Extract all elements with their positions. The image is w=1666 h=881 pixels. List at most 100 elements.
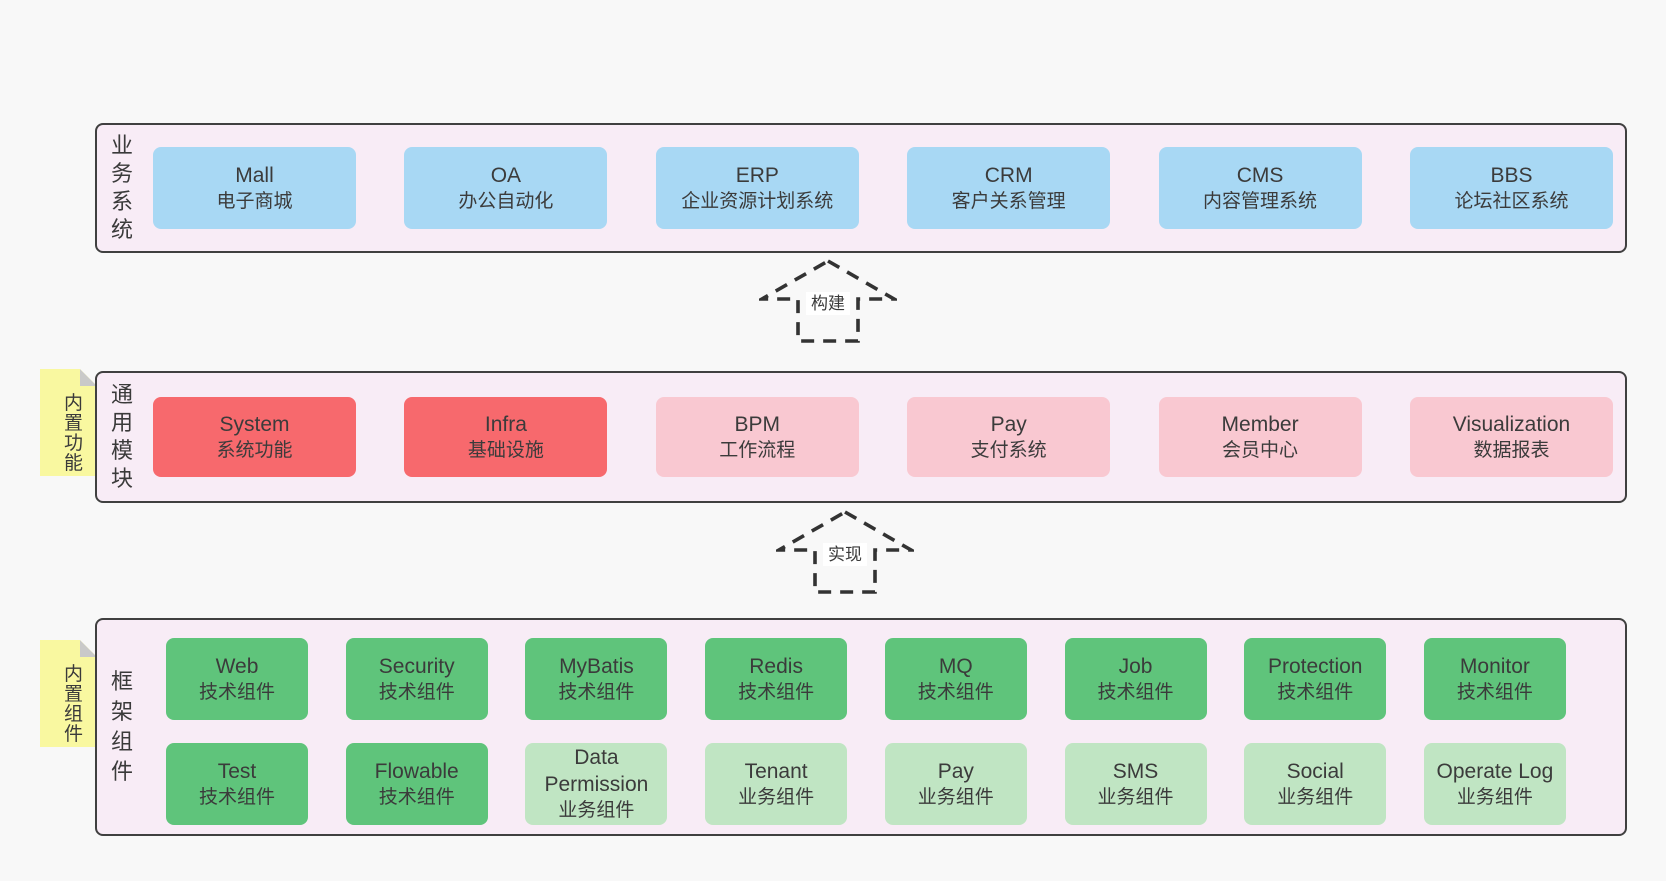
box-oa: OA 办公自动化 — [404, 147, 608, 229]
box-subtitle: 企业资源计划系统 — [681, 190, 834, 212]
box-bpm: BPM 工作流程 — [655, 397, 859, 477]
box-visualization: Visualization 数据报表 — [1409, 397, 1613, 477]
note-built-in-components: 内置组件 — [40, 640, 97, 747]
box-bbs: BBS 论坛社区系统 — [1409, 147, 1613, 229]
box-title: BBS — [1490, 163, 1533, 187]
box-subtitle: 技术组件 — [378, 681, 455, 703]
box-title: Test — [217, 759, 257, 783]
box-subtitle: 基础设施 — [467, 439, 544, 461]
box-subtitle: 技术组件 — [1456, 681, 1533, 703]
box-subtitle: 业务组件 — [1277, 786, 1354, 808]
box-title: MyBatis — [559, 654, 634, 678]
box-subtitle: 数据报表 — [1473, 439, 1550, 461]
box-subtitle: 技术组件 — [198, 786, 275, 808]
box-title: Protection — [1267, 654, 1363, 678]
box-subtitle: 支付系统 — [970, 439, 1047, 461]
box-operate-log: Operate Log 业务组件 — [1423, 743, 1566, 825]
box-title: Data Permission — [544, 746, 649, 796]
box-subtitle: 办公自动化 — [458, 190, 554, 212]
box-data-permission: Data Permission 业务组件 — [525, 743, 668, 825]
box-infra: Infra 基础设施 — [404, 397, 608, 477]
box-tenant: Tenant 业务组件 — [705, 743, 848, 825]
business-box-row: Mall 电子商城 OA 办公自动化 ERP 企业资源计划系统 CRM 客户关系… — [153, 125, 1613, 251]
arrow-build: 构建 — [759, 258, 897, 344]
box-subtitle: 技术组件 — [1277, 681, 1354, 703]
box-pay-business: Pay 业务组件 — [884, 743, 1027, 825]
note-text: 内置功能 — [63, 393, 83, 474]
box-web: Web 技术组件 — [166, 638, 308, 720]
box-erp: ERP 企业资源计划系统 — [655, 147, 859, 229]
box-job: Job 技术组件 — [1064, 638, 1207, 720]
box-security: Security 技术组件 — [345, 638, 488, 720]
box-monitor: Monitor 技术组件 — [1423, 638, 1566, 720]
arrow-label: 构建 — [806, 292, 850, 315]
layer-label: 业务系统 — [110, 133, 133, 242]
box-subtitle: 工作流程 — [719, 439, 796, 461]
layer-common-modules: 通用模块 System 系统功能 Infra 基础设施 BPM 工作流程 Pay… — [95, 371, 1627, 503]
box-title: Tenant — [744, 759, 808, 783]
box-title: Redis — [749, 654, 803, 678]
layer-label: 框架组件 — [110, 669, 133, 784]
box-subtitle: 业务组件 — [1097, 786, 1174, 808]
box-title: Member — [1221, 412, 1299, 436]
box-title: CMS — [1236, 163, 1284, 187]
box-sms: SMS 业务组件 — [1064, 743, 1207, 825]
box-title: Social — [1286, 759, 1344, 783]
box-subtitle: 业务组件 — [1456, 786, 1533, 808]
box-subtitle: 业务组件 — [738, 786, 815, 808]
box-title: Pay — [937, 759, 974, 783]
box-subtitle: 系统功能 — [216, 439, 293, 461]
box-subtitle: 论坛社区系统 — [1454, 190, 1569, 212]
box-subtitle: 技术组件 — [738, 681, 815, 703]
box-title: Flowable — [374, 759, 459, 783]
box-title: System — [219, 412, 290, 436]
box-mq: MQ 技术组件 — [884, 638, 1027, 720]
box-title: Monitor — [1459, 654, 1530, 678]
arrow-implement: 实现 — [776, 509, 914, 595]
box-cms: CMS 内容管理系统 — [1158, 147, 1362, 229]
box-title: OA — [490, 163, 522, 187]
box-subtitle: 电子商城 — [216, 190, 293, 212]
box-flowable: Flowable 技术组件 — [345, 743, 488, 825]
box-subtitle: 技术组件 — [378, 786, 455, 808]
box-system: System 系统功能 — [153, 397, 356, 477]
framework-box-row-2: Test 技术组件 Flowable 技术组件 Data Permission … — [166, 743, 1566, 825]
box-subtitle: 业务组件 — [917, 786, 994, 808]
box-title: MQ — [938, 654, 973, 678]
box-title: Security — [378, 654, 455, 678]
box-title: ERP — [735, 163, 779, 187]
box-subtitle: 业务组件 — [558, 800, 635, 821]
box-test: Test 技术组件 — [166, 743, 308, 825]
box-title: Visualization — [1452, 412, 1571, 436]
layer-framework-components: 框架组件 Web 技术组件 Security 技术组件 MyBatis 技术组件… — [95, 618, 1627, 836]
arrow-label: 实现 — [823, 543, 867, 566]
note-built-in-features: 内置功能 — [40, 369, 97, 476]
box-crm: CRM 客户关系管理 — [907, 147, 1111, 229]
up-arrow-icon — [776, 509, 914, 594]
framework-box-row-1: Web 技术组件 Security 技术组件 MyBatis 技术组件 Redi… — [166, 638, 1566, 720]
modules-box-row: System 系统功能 Infra 基础设施 BPM 工作流程 Pay 支付系统… — [153, 373, 1613, 501]
box-title: Mall — [235, 163, 274, 187]
box-title: Infra — [484, 412, 527, 436]
box-title: CRM — [984, 163, 1033, 187]
box-mall: Mall 电子商城 — [153, 147, 356, 229]
box-subtitle: 内容管理系统 — [1203, 190, 1318, 212]
box-title: Pay — [990, 412, 1027, 436]
box-member: Member 会员中心 — [1158, 397, 1362, 477]
box-subtitle: 技术组件 — [198, 681, 275, 703]
box-redis: Redis 技术组件 — [705, 638, 848, 720]
box-subtitle: 技术组件 — [1097, 681, 1174, 703]
box-pay: Pay 支付系统 — [907, 397, 1111, 477]
box-title: Web — [215, 654, 259, 678]
box-social: Social 业务组件 — [1244, 743, 1387, 825]
box-subtitle: 技术组件 — [917, 681, 994, 703]
box-title: Job — [1118, 654, 1153, 678]
box-protection: Protection 技术组件 — [1244, 638, 1387, 720]
layer-business-systems: 业务系统 Mall 电子商城 OA 办公自动化 ERP 企业资源计划系统 CRM… — [95, 123, 1627, 253]
box-subtitle: 会员中心 — [1222, 439, 1299, 461]
box-subtitle: 客户关系管理 — [951, 190, 1066, 212]
box-mybatis: MyBatis 技术组件 — [525, 638, 668, 720]
box-title: SMS — [1112, 759, 1159, 783]
box-title: Operate Log — [1436, 759, 1554, 783]
